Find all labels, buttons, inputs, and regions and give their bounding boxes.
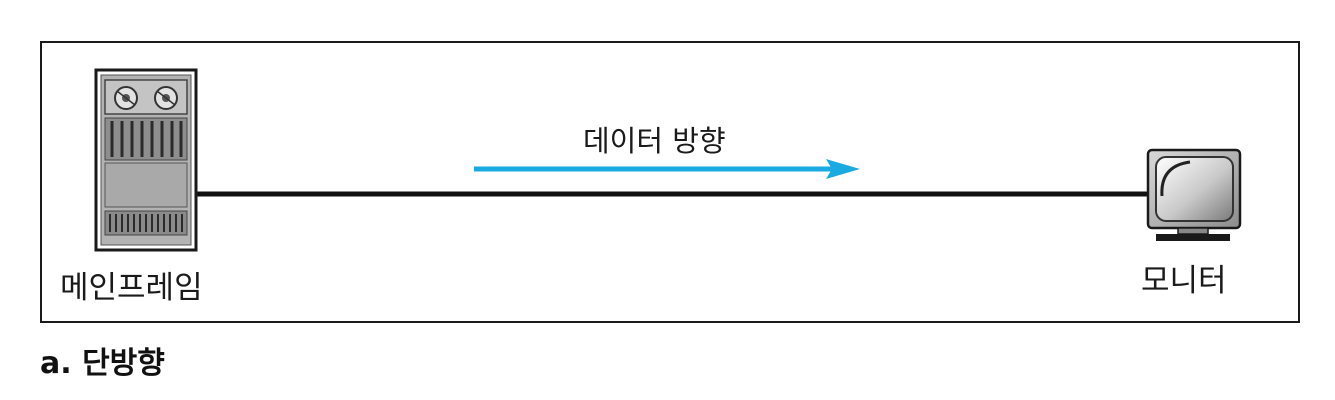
data-direction-arrow bbox=[474, 159, 860, 179]
diagram-frame bbox=[40, 41, 1300, 323]
crt-monitor-icon bbox=[1146, 148, 1242, 241]
monitor-label: 모니터 bbox=[1141, 263, 1227, 299]
mainframe-label: 메인프레임 bbox=[60, 270, 203, 306]
figure-caption: a. 단방향 bbox=[40, 346, 165, 381]
data-direction-label: 데이터 방향 bbox=[583, 124, 726, 158]
mainframe-server-icon bbox=[94, 68, 198, 252]
